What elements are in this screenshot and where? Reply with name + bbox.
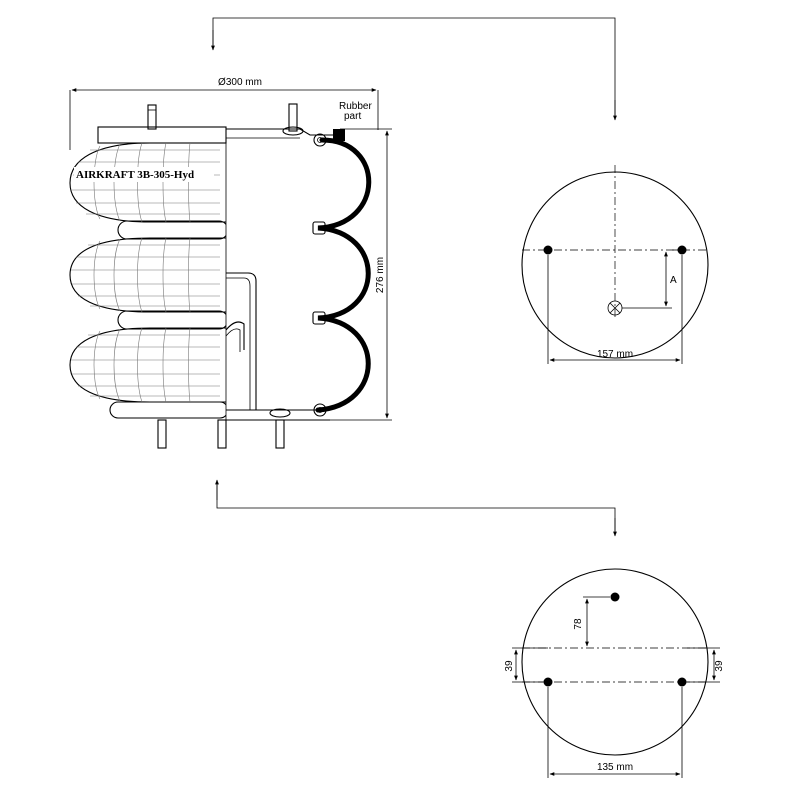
bottom-mount-hole-right	[677, 677, 687, 687]
model-label: AIRKRAFT 3B-305-Hyd	[76, 169, 194, 181]
bottom-mount-hole-top	[610, 592, 620, 602]
rubber-profile-section	[312, 133, 372, 417]
rubber-label-line2: part	[344, 111, 361, 122]
dimension-a: A	[622, 249, 684, 309]
diameter-label: Ø300 mm	[218, 77, 262, 88]
dimension-a-label: A	[670, 275, 677, 286]
top-stud-right	[282, 103, 304, 136]
top-mount-hole-left	[543, 245, 553, 255]
bellows-exterior	[69, 142, 226, 419]
height-dimension: 276 mm	[330, 128, 392, 421]
bottom-plate-view: 78 39 39 135 mm	[504, 568, 725, 778]
right-39-dimension: 39	[687, 647, 725, 683]
side-view: Ø300 mm	[69, 77, 392, 449]
vertical-78-label: 78	[573, 618, 584, 630]
top-width-dimension: 157 mm	[547, 255, 683, 364]
left-39-label: 39	[504, 660, 515, 672]
rubber-part-callout: Rubber part	[333, 101, 372, 141]
bottom-width-label: 135 mm	[597, 762, 633, 773]
bottom-width-dimension: 135 mm	[547, 687, 683, 778]
height-label: 276 mm	[375, 257, 386, 293]
vertical-78-dimension: 78	[573, 596, 610, 647]
top-stud-left	[147, 104, 157, 130]
internal-piston	[225, 272, 330, 421]
top-width-label: 157 mm	[597, 349, 633, 360]
diameter-dimension: Ø300 mm	[69, 77, 379, 150]
bottom-plate-outline	[521, 568, 709, 756]
connector-top	[211, 17, 617, 121]
bottom-stud-right	[269, 408, 291, 449]
rubber-label-line1: Rubber	[339, 101, 372, 112]
left-39-dimension: 39	[504, 647, 548, 683]
top-plate-view: A 157 mm	[521, 165, 709, 364]
bottom-stud-center	[217, 419, 227, 449]
bottom-mount-hole-left	[543, 677, 553, 687]
top-mounting-plate	[97, 126, 336, 144]
bottom-stud-left	[157, 419, 167, 449]
right-39-label: 39	[714, 660, 725, 672]
connector-bottom	[215, 479, 617, 537]
